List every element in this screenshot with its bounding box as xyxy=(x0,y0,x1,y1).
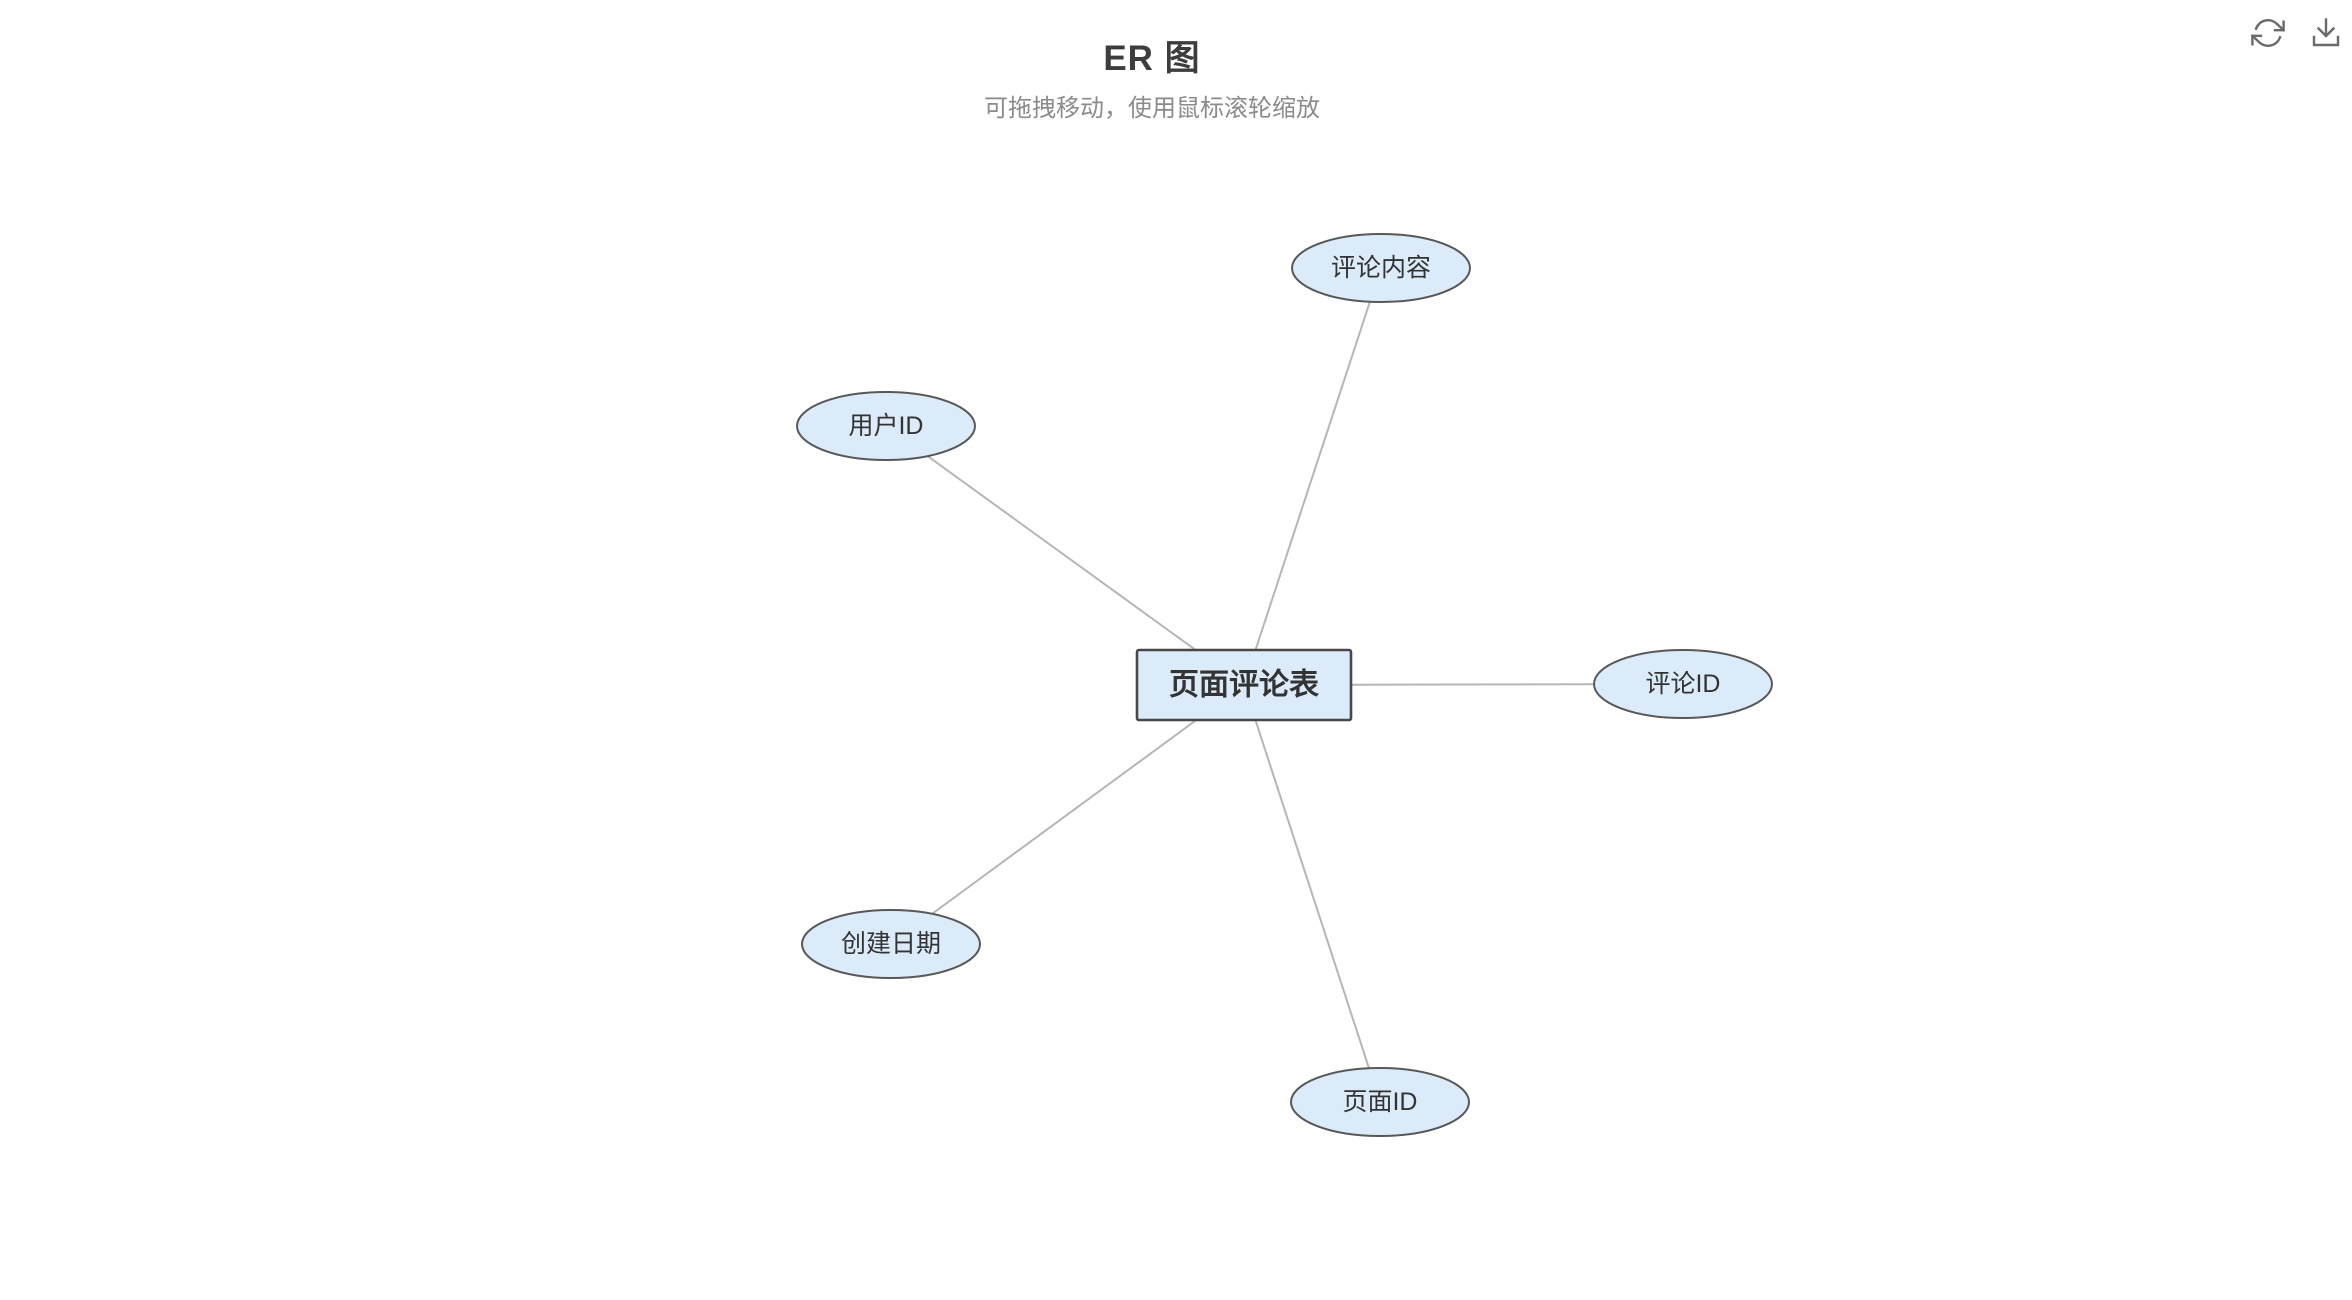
attribute-label-create-date: 创建日期 xyxy=(841,930,941,958)
edge-line xyxy=(1243,267,1382,686)
header: ER 图 可拖拽移动，使用鼠标滚轮缩放 xyxy=(0,0,2304,124)
page-title: ER 图 xyxy=(1103,39,1201,78)
attribute-node-user-id[interactable] xyxy=(796,391,976,461)
edge-line xyxy=(890,684,1245,945)
attribute-node-comment-id[interactable] xyxy=(1593,649,1773,719)
refresh-icon xyxy=(2251,19,2285,47)
edge-line xyxy=(885,425,1245,686)
attribute-node-comment-content[interactable] xyxy=(1291,233,1471,303)
attribute-label-comment-content: 评论内容 xyxy=(1331,254,1431,282)
attribute-node-page-id[interactable] xyxy=(1290,1067,1470,1137)
attribute-node-create-date[interactable] xyxy=(801,909,981,979)
download-icon xyxy=(2312,18,2340,47)
attribute-label-comment-id: 评论ID xyxy=(1645,670,1720,698)
entity-node-page-comment-table[interactable] xyxy=(1135,648,1353,722)
edge-line xyxy=(1243,684,1381,1103)
entity-label-page-comment-table: 页面评论表 xyxy=(1169,669,1319,702)
attribute-label-page-id: 页面ID xyxy=(1342,1088,1417,1116)
toolbar xyxy=(2251,16,2343,50)
attribute-label-user-id: 用户ID xyxy=(848,412,923,440)
download-button[interactable] xyxy=(2309,16,2343,50)
refresh-button[interactable] xyxy=(2251,16,2285,50)
page-subtitle: 可拖拽移动，使用鼠标滚轮缩放 xyxy=(984,95,1320,122)
